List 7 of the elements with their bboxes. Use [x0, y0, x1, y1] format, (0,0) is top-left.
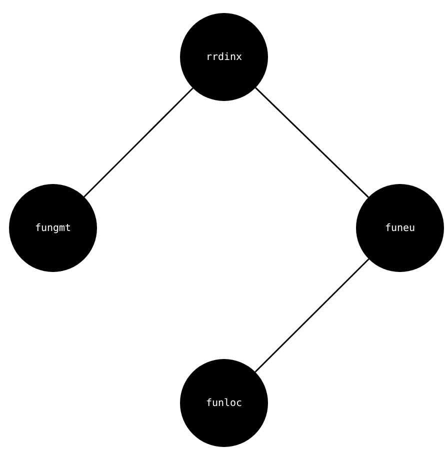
- connector-line: [254, 258, 370, 372]
- node-label: funeu: [384, 222, 416, 234]
- connector-line: [84, 88, 194, 198]
- node-label: fungmt: [34, 222, 72, 234]
- node-label: rrdinx: [206, 52, 242, 62]
- connector-line: [255, 87, 369, 198]
- node-label: funloc: [206, 398, 242, 408]
